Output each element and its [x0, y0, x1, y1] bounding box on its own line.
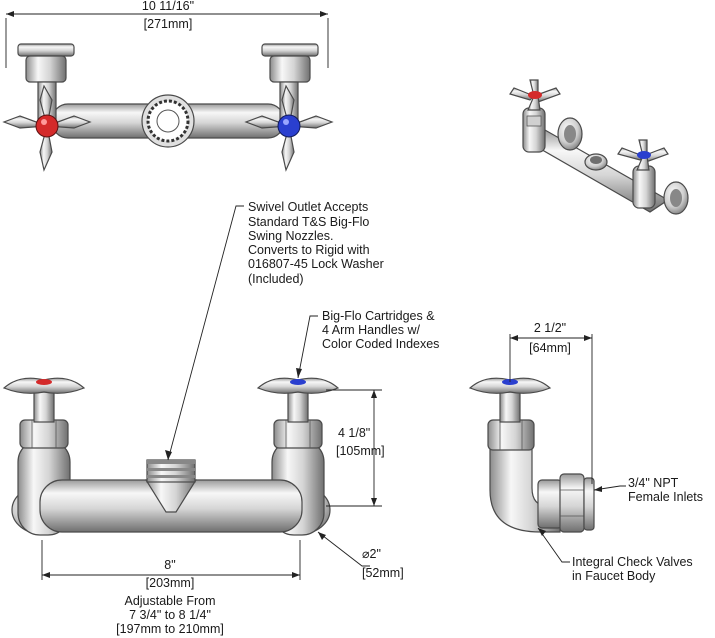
adjustable-line2: 7 3/4" to 8 1/4" [129, 608, 211, 622]
cold-handle-front [256, 377, 340, 394]
hot-handle-top [2, 84, 92, 172]
adjustable-line1: Adjustable From [124, 594, 215, 608]
cold-handle-top [244, 84, 334, 172]
center-spacing-label: 8" [164, 558, 175, 572]
height-mm-label: [105mm] [336, 444, 385, 458]
svg-text:4 Arm Handles w/: 4 Arm Handles w/ [322, 323, 420, 337]
svg-text:(Included): (Included) [248, 272, 304, 286]
svg-text:Integral Check Valves: Integral Check Valves [572, 555, 693, 569]
svg-text:Big-Flo Cartridges &: Big-Flo Cartridges & [322, 309, 435, 323]
svg-text:016807-45 Lock Washer: 016807-45 Lock Washer [248, 257, 384, 271]
center-spacing-mm-label: [203mm] [146, 576, 195, 590]
svg-text:Standard T&S Big-Flo: Standard T&S Big-Flo [248, 215, 369, 229]
svg-text:Color Coded Indexes: Color Coded Indexes [322, 337, 439, 351]
overall-width-mm-label: [271mm] [144, 17, 193, 31]
height-label: 4 1/8" [338, 426, 370, 440]
svg-text:Swing Nozzles.: Swing Nozzles. [248, 229, 333, 243]
inlets-callout: 3/4" NPT Female Inlets [628, 476, 703, 504]
top-view: 10 11/16" [271mm] [2, 0, 334, 172]
adjustable-line3: [197mm to 210mm] [116, 622, 224, 636]
side-view: 2 1/2" [64mm] [468, 321, 626, 563]
overall-width-label: 10 11/16" [142, 0, 194, 13]
svg-text:in Faucet Body: in Faucet Body [572, 569, 656, 583]
isometric-view [509, 79, 689, 215]
svg-text:Swivel Outlet Accepts: Swivel Outlet Accepts [248, 200, 368, 214]
swivel-callout: Swivel Outlet Accepts Standard T&S Big-F… [248, 200, 384, 286]
check-valves-callout: Integral Check Valves in Faucet Body [572, 555, 693, 583]
diameter-mm-label: [52mm] [362, 566, 404, 580]
depth-label: 2 1/2" [534, 321, 566, 335]
hot-handle-iso [509, 79, 561, 111]
depth-mm-label: [64mm] [529, 341, 571, 355]
diameter-label: ⌀2" [362, 547, 381, 561]
cold-handle-iso [617, 139, 669, 171]
hot-handle-front [2, 377, 86, 394]
svg-text:Converts to Rigid with: Converts to Rigid with [248, 243, 370, 257]
front-view: 4 1/8" [105mm] 8" [203mm] Adjustable Fro… [2, 205, 404, 636]
svg-text:3/4" NPT: 3/4" NPT [628, 476, 679, 490]
svg-text:Female Inlets: Female Inlets [628, 490, 703, 504]
cartridges-callout: Big-Flo Cartridges & 4 Arm Handles w/ Co… [322, 309, 439, 351]
